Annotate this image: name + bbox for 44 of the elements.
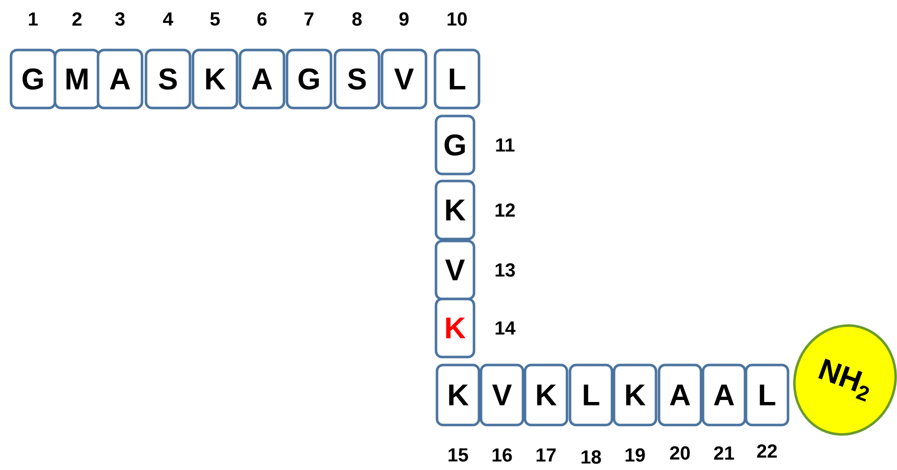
position-number: 9 bbox=[399, 12, 409, 26]
residue-box: K bbox=[434, 298, 476, 358]
residue-box: L bbox=[568, 364, 614, 426]
position-number: 17 bbox=[536, 448, 556, 462]
position-number: 15 bbox=[448, 448, 468, 462]
residue-box: A bbox=[238, 48, 286, 110]
residue-box: K bbox=[524, 364, 568, 426]
position-number: 16 bbox=[492, 448, 512, 462]
position-number: 1 bbox=[28, 12, 38, 26]
residue-box: K bbox=[192, 48, 238, 110]
residue-box: L bbox=[434, 48, 480, 110]
residue-box: G bbox=[286, 48, 332, 110]
residue-box: S bbox=[334, 48, 380, 110]
residue-box: A bbox=[658, 364, 702, 426]
position-number: 21 bbox=[714, 446, 734, 460]
position-number: 4 bbox=[163, 12, 174, 26]
position-number: 18 bbox=[582, 450, 601, 464]
position-number: 7 bbox=[304, 12, 314, 26]
position-number: 19 bbox=[626, 448, 645, 462]
residue-box: V bbox=[434, 240, 476, 300]
residue-box: G bbox=[10, 48, 56, 110]
position-number: 2 bbox=[72, 12, 82, 26]
position-number: 22 bbox=[757, 444, 777, 458]
residue-box: A bbox=[702, 364, 746, 426]
residue-box: M bbox=[54, 48, 100, 110]
position-number: 11 bbox=[496, 138, 515, 152]
position-number: 10 bbox=[448, 12, 467, 26]
position-number: 6 bbox=[257, 12, 267, 26]
residue-box: V bbox=[380, 48, 428, 110]
position-number: 20 bbox=[670, 446, 690, 460]
position-number: 12 bbox=[496, 203, 515, 217]
residue-box: L bbox=[744, 364, 790, 426]
residue-box: A bbox=[96, 48, 144, 110]
residue-box: K bbox=[612, 364, 658, 426]
residue-box: K bbox=[436, 364, 480, 426]
residue-box: K bbox=[434, 180, 476, 240]
position-number: 3 bbox=[115, 12, 125, 26]
position-number: 14 bbox=[496, 321, 516, 335]
residue-box: G bbox=[434, 114, 476, 176]
position-number: 8 bbox=[352, 12, 362, 26]
residue-box: V bbox=[480, 364, 524, 426]
position-number: 13 bbox=[496, 263, 515, 277]
position-number: 5 bbox=[210, 12, 220, 26]
residue-box: S bbox=[144, 48, 192, 110]
